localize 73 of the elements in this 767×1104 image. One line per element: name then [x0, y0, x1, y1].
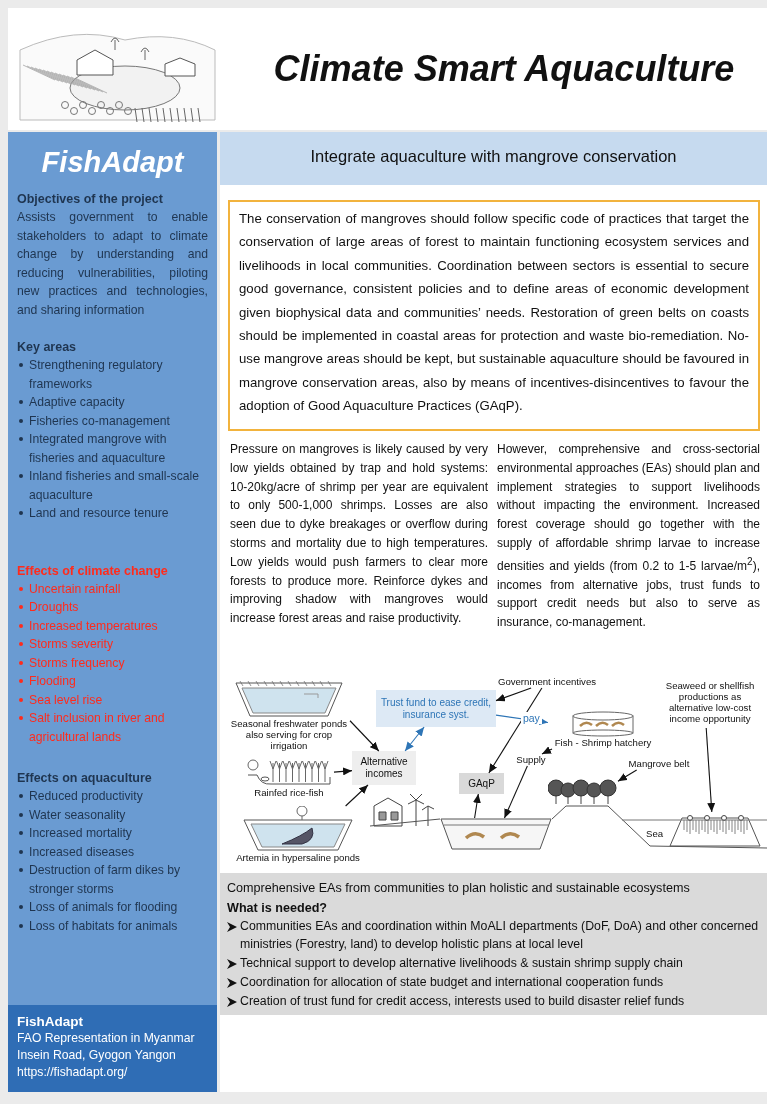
list-item: Flooding — [29, 673, 76, 690]
paragraph: The conservation of mangroves should follow specific code of practices that target the conservation of large areas of forest to maintain functioning ecosystem services and livelihoods in local communities. Coordination between sectors is essential to secure good governance, consistent policies and to define areas of economic development given biophysical data and communities’ needs. Restoration of green belts on coasts should be implemented in coastal areas for protection and waste bio-remediation. No-use mangrove areas should be kept, but sustainable aquaculture should be favoured in mangrove conservation areas, also by means of incentives-disincentives to favour the adoption of Good Aquaculture Practices (GAqP). — [239, 210, 749, 416]
contact-line: FAO Representation in Myanmar — [17, 1030, 196, 1047]
arrow — [345, 784, 369, 807]
arrow — [705, 727, 716, 813]
list-item: Fisheries co-management — [29, 412, 170, 430]
section-heading: Effects on aquaculture — [17, 770, 153, 787]
edge-label: pay — [520, 712, 542, 725]
list-item: Adaptive capacity — [29, 394, 125, 411]
box-label: GAqP — [468, 777, 495, 790]
list-item: Sea level rise — [29, 691, 103, 709]
arrow — [488, 687, 543, 774]
trust-fund-box — [376, 690, 496, 727]
box-label: Trust fund to ease credit, insurance syst. — [379, 696, 493, 721]
subtitle-band — [220, 132, 767, 185]
list-item: Destruction of farm dikes by stronger storms — [29, 862, 182, 898]
arrow — [404, 726, 425, 752]
paragraph: However, comprehensive and cross-sectorial environmental approaches (EAs) should plan and implement strategies to support livelihoods without impacting the environment. Increased forest coverage should go together with the supply of affordable shrimp larvae to increase densities and yields (from 0.2 to 1-5 larvae/m$^{2}$), incomes from alternative jobs, trust funds to support credit needs but also to serve as insurance, co-management. — [497, 441, 760, 632]
list-item: Uncertain rainfall — [29, 580, 121, 598]
list-item: Coordination for allocation of state budget and international cooperation funds — [240, 973, 664, 991]
list-item: Increased temperatures — [29, 617, 158, 635]
list-item: Increased mortality — [29, 825, 132, 842]
callout-text: Government incentives — [496, 676, 598, 687]
arrow — [473, 793, 481, 819]
sea-label: Sea — [646, 828, 664, 839]
list-item: Storms frequency — [29, 654, 125, 672]
list-item: Reduced productivity — [29, 788, 143, 805]
contact-heading: FishAdapt — [17, 1013, 84, 1030]
image-caption: Artemia in hypersaline ponds — [235, 852, 361, 863]
list-item: Loss of animals for flooding — [29, 899, 178, 916]
list-item: Salt inclusion in river and agricultural lands — [29, 710, 166, 746]
arrow — [617, 769, 638, 782]
list-item: Communities EAs and coordination within MoALI departments (DoF, DoA) and other concerned ministries (Forestry, land) to develop holistic plans at local level — [240, 918, 760, 953]
list-item: Creation of trust fund for credit access, interests used to build disaster relief funds — [240, 992, 685, 1010]
list-item: Increased diseases — [29, 843, 134, 861]
contact-line: https://fishadapt.org/ — [17, 1064, 129, 1081]
list-item: Technical support to develop alternative livelihoods & sustain shrimp supply chain — [240, 954, 683, 972]
image-caption: Rainfed rice-fish — [253, 787, 325, 798]
gaqp-box — [459, 773, 504, 794]
section-heading: What is needed? — [227, 900, 329, 917]
arrow — [503, 765, 528, 819]
list-item: Strengthening regulatory frameworks — [29, 357, 164, 393]
list-item: Inland fisheries and small-scale aquaculture — [29, 468, 201, 504]
callout-text: Mangrove belt — [627, 758, 691, 769]
list-item: Droughts — [29, 599, 79, 616]
arrow — [541, 746, 553, 755]
needs-panel — [220, 873, 767, 1015]
list-item: Land and resource tenure — [29, 505, 169, 522]
image-caption: Fish - Shrimp hatchery — [553, 737, 653, 748]
paragraph: Assists government to enable stakeholders to adapt to climate change by understanding and reducing vulnerabilities, piloting new practices and technologies, and sharing information — [17, 209, 208, 319]
arrow — [495, 687, 532, 702]
image-caption: Seasonal freshwater ponds also serving for crop irrigation — [229, 718, 349, 751]
income-box — [352, 751, 416, 785]
callout-text: Seaweed or shellfish productions as alternative low-cost income opportunity — [664, 680, 756, 724]
list-item: Loss of habitats for animals — [29, 917, 178, 935]
subtitle: Integrate aquaculture with mangrove conservation — [310, 147, 677, 165]
section-heading: Effects of climate change — [17, 562, 169, 580]
poster-title: Climate Smart Aquaculture — [272, 48, 736, 90]
project-name: FishAdapt — [40, 146, 186, 179]
contact-line: Insein Road, Gyogon Yangon — [17, 1047, 177, 1064]
section-heading: Objectives of the project — [17, 191, 164, 208]
list-item: Water seasonality — [29, 806, 126, 824]
sidebar-panel — [8, 132, 217, 1005]
list-item: Storms severity — [29, 636, 113, 653]
callout-text: Supply — [515, 754, 547, 765]
box-label: Alternative incomes — [359, 756, 409, 780]
arrow — [349, 720, 380, 752]
paragraph: Pressure on mangroves is likely caused by very low yields obtained by trap and hold systems: 10-20kg/acre of shrimp per year are equivalent to only 500-1,000 shrimps. Losses are also seen due to dyke breakages or overflow during storms and mortality due to high temperatures. Low yields would push farmers to clear more forests to produce more. Reinforce dykes and improving shadow with mangroves would increase forest areas and raise productivity. — [230, 441, 488, 628]
section-heading: Key areas — [17, 339, 78, 356]
list-item: Integrated mangrove with fisheries and aquaculture — [29, 431, 168, 467]
arrow — [333, 767, 353, 776]
summary-text: Comprehensive EAs from communities to plan holistic and sustainable ecosystems — [227, 880, 691, 897]
contact-panel — [8, 1005, 217, 1092]
